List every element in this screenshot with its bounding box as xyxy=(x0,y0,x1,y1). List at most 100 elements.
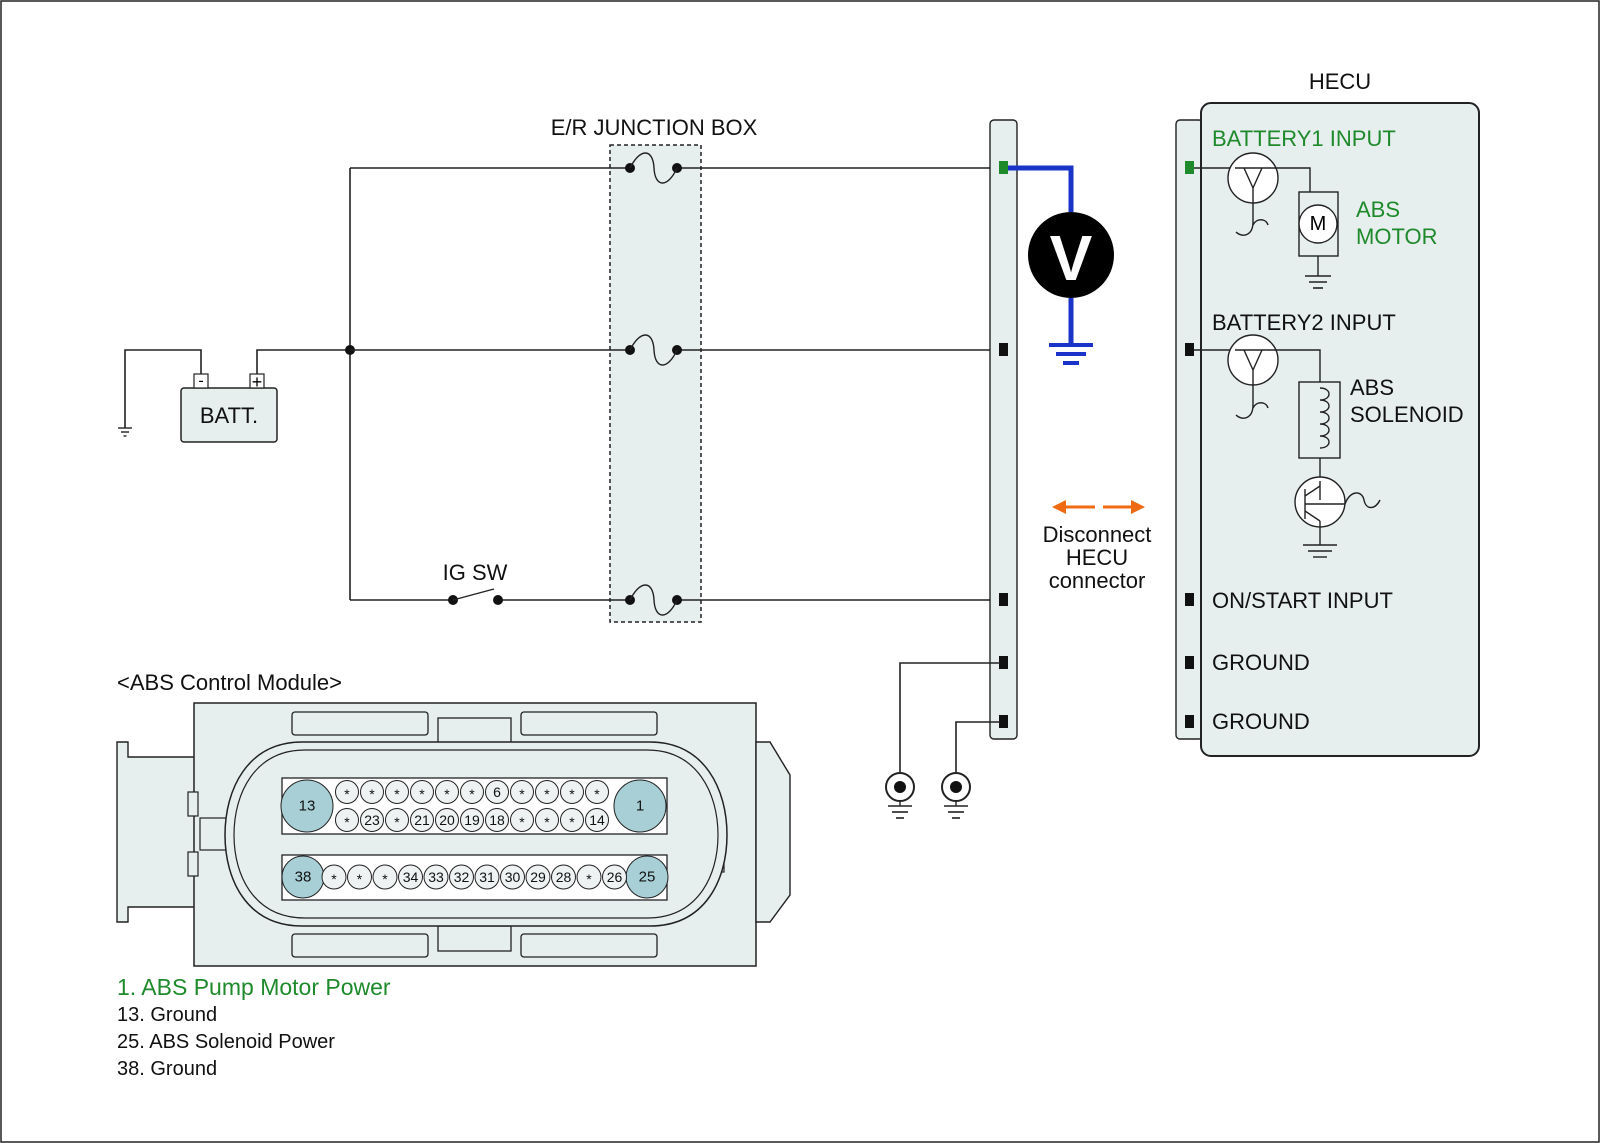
hecu-label: HECU xyxy=(1309,69,1371,94)
connector-pin: 29 xyxy=(525,864,551,890)
connector-pin: 33 xyxy=(423,864,449,890)
legend-item: 13. Ground xyxy=(117,1004,217,1026)
connector-pin-label: * xyxy=(344,814,350,830)
connector-pin: * xyxy=(535,780,559,804)
big-pin-1: 1 xyxy=(613,779,667,833)
connector-pin: * xyxy=(410,780,434,804)
connector-pin: * xyxy=(560,808,584,832)
harness-pin-ground1 xyxy=(999,656,1008,669)
connector-pin-label: * xyxy=(544,786,550,802)
ground2-wire xyxy=(955,721,1000,773)
battery-negative-sign: - xyxy=(198,373,203,390)
ig-switch xyxy=(448,588,503,605)
junction-box-label: E/R JUNCTION BOX xyxy=(551,115,758,140)
connector-pin-label: * xyxy=(382,871,388,887)
disconnect-line-2: HECU xyxy=(1066,545,1128,570)
connector-pin: 34 xyxy=(398,864,423,890)
connector-pin: * xyxy=(335,808,359,832)
motor-symbol: M xyxy=(1310,213,1327,235)
disconnect-line-1: Disconnect xyxy=(1043,522,1152,547)
hecu-battery2-input-label: BATTERY2 INPUT xyxy=(1212,310,1396,335)
hecu-battery1-input-label: BATTERY1 INPUT xyxy=(1212,126,1396,151)
connector-pin: 23 xyxy=(360,808,384,832)
connector-pin-label: * xyxy=(394,786,400,802)
chassis-ground-1 xyxy=(885,772,915,819)
battery-label: BATT. xyxy=(200,403,258,428)
solenoid-low-side-transistor xyxy=(1294,476,1381,558)
harness-pin-ground2 xyxy=(999,715,1008,728)
chassis-ground-2 xyxy=(941,772,971,819)
connector-pin: 31 xyxy=(474,864,500,890)
connector-pin-label: * xyxy=(331,871,337,887)
connector-pin-label: * xyxy=(586,871,592,887)
fuse-3 xyxy=(625,584,682,616)
connector-pin-label: 23 xyxy=(364,812,380,828)
big-pin-38: 38 xyxy=(281,855,325,899)
hecu-pin-battery1 xyxy=(1185,161,1194,174)
connector-pin: * xyxy=(372,864,398,890)
connector-pin: 28 xyxy=(551,864,576,890)
svg-text:13: 13 xyxy=(299,798,316,815)
connector-pin: 32 xyxy=(449,864,474,890)
connector-pin: * xyxy=(335,780,359,804)
connector-pin-label: * xyxy=(369,786,375,802)
connector-pin-label: 32 xyxy=(454,869,470,885)
hecu-pin-battery2 xyxy=(1185,343,1194,356)
battery-positive-wire xyxy=(256,349,350,374)
hecu-pin-ground1 xyxy=(1185,656,1194,669)
disconnect-line-3: connector xyxy=(1049,568,1146,593)
connector-pin-label: * xyxy=(519,814,525,830)
disconnect-arrow-right-icon xyxy=(1103,500,1145,514)
connector-pin-label: 18 xyxy=(489,812,505,828)
connector-pin-label: * xyxy=(569,786,575,802)
harness-connector xyxy=(989,119,1018,740)
connector-pin: * xyxy=(510,780,534,804)
hecu-ground1-label: GROUND xyxy=(1212,650,1310,675)
hecu-on-start-input-label: ON/START INPUT xyxy=(1212,588,1393,613)
battery-ground-wire xyxy=(124,349,202,428)
junction-box xyxy=(609,144,702,623)
connector-pin-label: 30 xyxy=(505,869,521,885)
voltmeter-positive-lead xyxy=(1008,165,1074,212)
connector-pin-label: * xyxy=(469,786,475,802)
connector-pin: 14 xyxy=(585,808,609,832)
svg-text:38: 38 xyxy=(295,869,312,886)
voltmeter xyxy=(1028,212,1114,298)
connector-pin-label: * xyxy=(394,814,400,830)
abs-motor-label-line1: ABS xyxy=(1356,197,1400,222)
connector-pin: * xyxy=(576,864,602,890)
connector-pin: * xyxy=(585,780,609,804)
connector-pin: * xyxy=(321,864,347,890)
connector-pin: 30 xyxy=(500,864,525,890)
hecu-connector xyxy=(1175,119,1204,740)
connector-pin: * xyxy=(360,780,384,804)
connector-pin: 21 xyxy=(410,808,434,832)
legend-item: 1. ABS Pump Motor Power xyxy=(117,974,391,1000)
connector-pin: * xyxy=(385,780,409,804)
connector-pin: * xyxy=(460,780,484,804)
connector-pin: 19 xyxy=(460,808,484,832)
battery-ground-symbol xyxy=(118,427,132,437)
connector-pin-label: 34 xyxy=(403,869,419,885)
connector-pin: 6 xyxy=(485,780,509,804)
disconnect-arrow-left-icon xyxy=(1052,500,1095,514)
legend-item: 38. Ground xyxy=(117,1058,217,1080)
connector-pin-label: 19 xyxy=(464,812,480,828)
motor-driver-transistor xyxy=(1194,152,1311,236)
connector-pin: * xyxy=(435,780,459,804)
voltmeter-symbol: V xyxy=(1050,222,1093,294)
connector-pin-label: * xyxy=(344,786,350,802)
abs-motor-label-line2: MOTOR xyxy=(1356,224,1437,249)
big-pin-25: 25 xyxy=(625,855,669,899)
connector-pin-label: 26 xyxy=(607,869,623,885)
voltmeter-ground-symbol xyxy=(1049,343,1093,365)
fuse-2 xyxy=(625,334,682,366)
connector-pin-label: 28 xyxy=(556,869,572,885)
solenoid-driver-transistor xyxy=(1194,334,1321,419)
abs-solenoid-label-line2: SOLENOID xyxy=(1350,402,1464,427)
harness-pin-battery2 xyxy=(999,343,1008,356)
connector-pin: * xyxy=(560,780,584,804)
